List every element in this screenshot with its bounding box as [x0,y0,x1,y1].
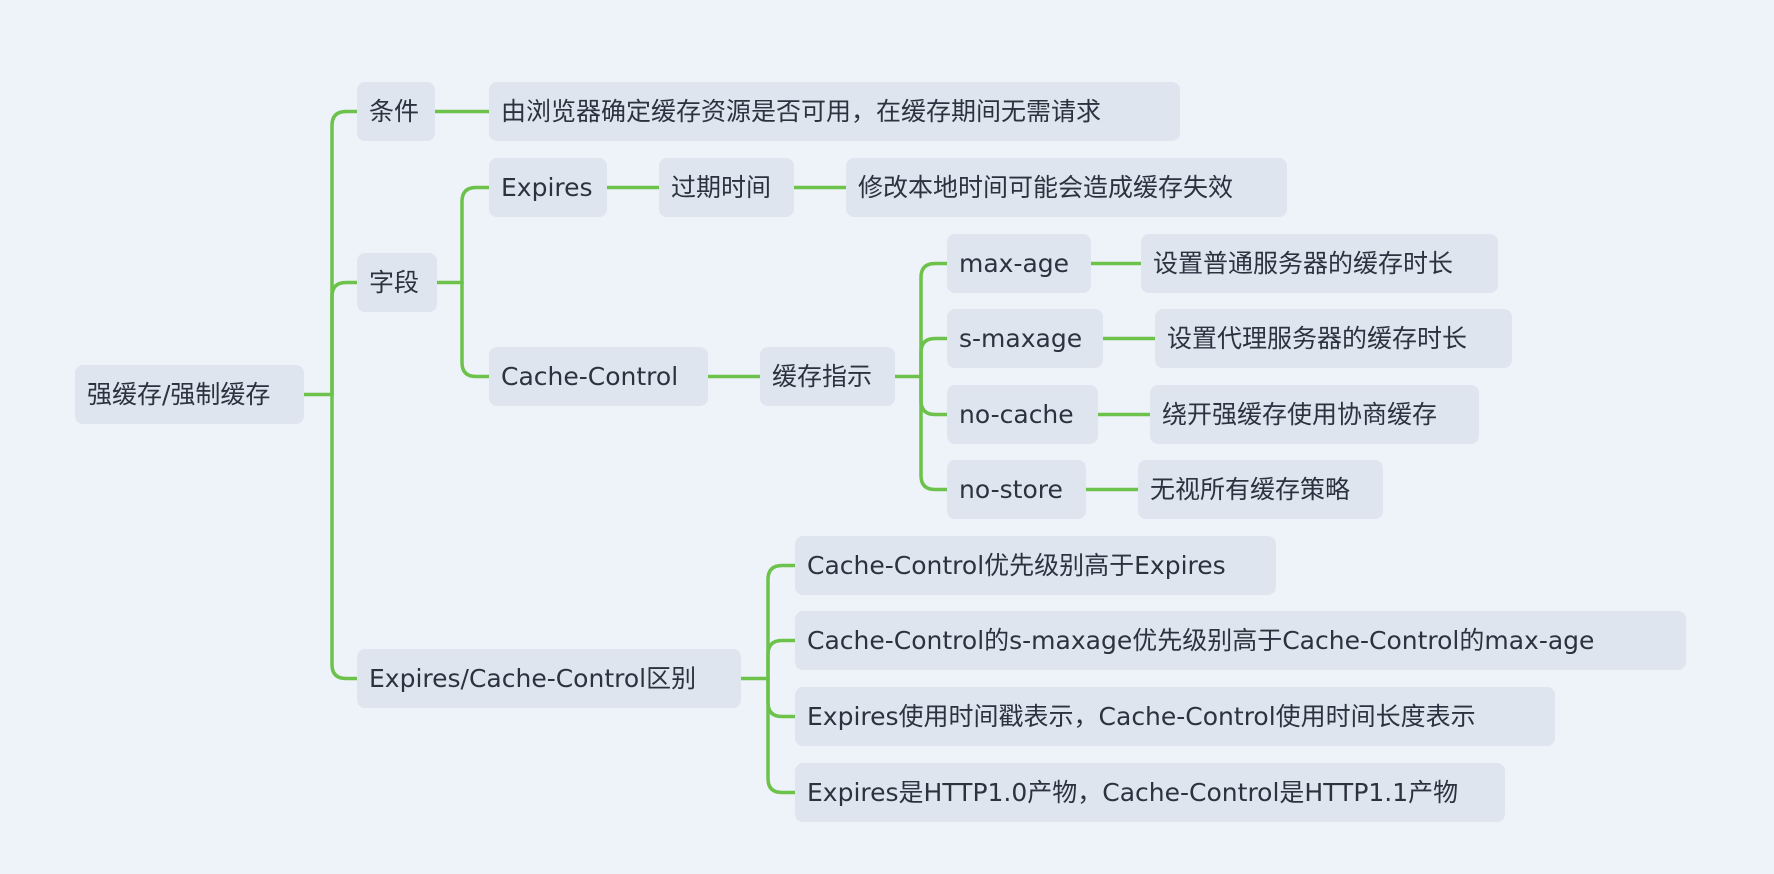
connector-fields-cache-control [460,280,491,379]
node-label-max-age: max-age [959,249,1069,278]
node-box-expires-time [659,158,794,217]
node-box-no-store-desc [1138,460,1383,519]
connector-cache-directives-no-cache [919,374,949,417]
connector-cache-directives-no-store [919,374,949,492]
node-box-difference [357,649,741,708]
connector-lines [302,109,1157,795]
node-box-s-maxage [947,309,1103,368]
node-box-condition [357,82,435,141]
connector-cache-directives-max-age [919,261,949,379]
node-box-diff-3 [795,687,1555,746]
node-label-no-store-desc: 无视所有缓存策略 [1150,475,1350,504]
node-diff-4[interactable]: Expires是HTTP1.0产物，Cache-Control是HTTP1.1产… [795,763,1505,822]
node-expires-time[interactable]: 过期时间 [659,158,794,217]
node-box-cache-control [489,347,708,406]
node-expires-note[interactable]: 修改本地时间可能会造成缓存失效 [846,158,1287,217]
node-s-maxage-desc[interactable]: 设置代理服务器的缓存时长 [1155,309,1512,368]
node-no-store[interactable]: no-store [947,460,1086,519]
node-box-no-cache-desc [1150,385,1479,444]
node-label-condition: 条件 [369,97,419,126]
connector-root-fields [330,280,359,397]
node-box-expires-note [846,158,1287,217]
node-label-cache-control: Cache-Control [501,362,678,391]
connector-difference-diff-4 [766,676,797,795]
node-no-cache-desc[interactable]: 绕开强缓存使用协商缓存 [1150,385,1479,444]
connector-root-difference [330,392,359,681]
node-label-root: 强缓存/强制缓存 [87,380,270,409]
node-box-fields [357,253,437,312]
node-box-max-age-desc [1141,234,1498,293]
connector-root-condition [330,109,359,397]
node-label-cache-directives: 缓存指示 [772,362,872,391]
node-box-s-maxage-desc [1155,309,1512,368]
connector-fields-expires [460,185,491,285]
node-box-no-cache [947,385,1098,444]
node-max-age-desc[interactable]: 设置普通服务器的缓存时长 [1141,234,1498,293]
node-s-maxage[interactable]: s-maxage [947,309,1103,368]
node-label-diff-2: Cache-Control的s-maxage优先级别高于Cache-Contro… [807,626,1594,655]
node-label-difference: Expires/Cache-Control区别 [369,664,696,693]
node-box-diff-2 [795,611,1686,670]
node-root[interactable]: 强缓存/强制缓存 [75,365,304,424]
node-box-diff-1 [795,536,1276,595]
connector-difference-diff-2 [766,638,797,681]
node-box-max-age [947,234,1091,293]
node-no-store-desc[interactable]: 无视所有缓存策略 [1138,460,1383,519]
node-label-diff-4: Expires是HTTP1.0产物，Cache-Control是HTTP1.1产… [807,778,1458,807]
node-diff-1[interactable]: Cache-Control优先级别高于Expires [795,536,1276,595]
connector-difference-diff-1 [766,563,797,681]
node-diff-3[interactable]: Expires使用时间戳表示，Cache-Control使用时间长度表示 [795,687,1555,746]
node-label-expires-note: 修改本地时间可能会造成缓存失效 [858,173,1233,202]
node-diff-2[interactable]: Cache-Control的s-maxage优先级别高于Cache-Contro… [795,611,1686,670]
node-box-diff-4 [795,763,1505,822]
node-no-cache[interactable]: no-cache [947,385,1098,444]
node-label-diff-3: Expires使用时间戳表示，Cache-Control使用时间长度表示 [807,702,1476,731]
node-condition[interactable]: 条件 [357,82,435,141]
connector-cache-directives-s-maxage [919,336,949,379]
node-label-expires: Expires [501,173,593,202]
connector-difference-diff-3 [766,676,797,719]
node-cache-directives[interactable]: 缓存指示 [760,347,895,406]
node-expires[interactable]: Expires [489,158,607,217]
node-box-condition-desc [489,82,1180,141]
node-label-condition-desc: 由浏览器确定缓存资源是否可用，在缓存期间无需请求 [501,97,1101,126]
node-box-root [75,365,304,424]
node-box-expires [489,158,607,217]
node-label-no-cache: no-cache [959,400,1074,429]
node-box-cache-directives [760,347,895,406]
node-cache-control[interactable]: Cache-Control [489,347,708,406]
node-label-diff-1: Cache-Control优先级别高于Expires [807,551,1226,580]
node-fields[interactable]: 字段 [357,253,437,312]
node-condition-desc[interactable]: 由浏览器确定缓存资源是否可用，在缓存期间无需请求 [489,82,1180,141]
node-label-no-cache-desc: 绕开强缓存使用协商缓存 [1162,400,1437,429]
node-label-max-age-desc: 设置普通服务器的缓存时长 [1153,249,1453,278]
node-label-expires-time: 过期时间 [671,173,771,202]
node-label-no-store: no-store [959,475,1063,504]
node-difference[interactable]: Expires/Cache-Control区别 [357,649,741,708]
node-max-age[interactable]: max-age [947,234,1091,293]
node-label-fields: 字段 [369,268,419,297]
node-label-s-maxage: s-maxage [959,324,1082,353]
node-label-s-maxage-desc: 设置代理服务器的缓存时长 [1167,324,1467,353]
node-box-no-store [947,460,1086,519]
